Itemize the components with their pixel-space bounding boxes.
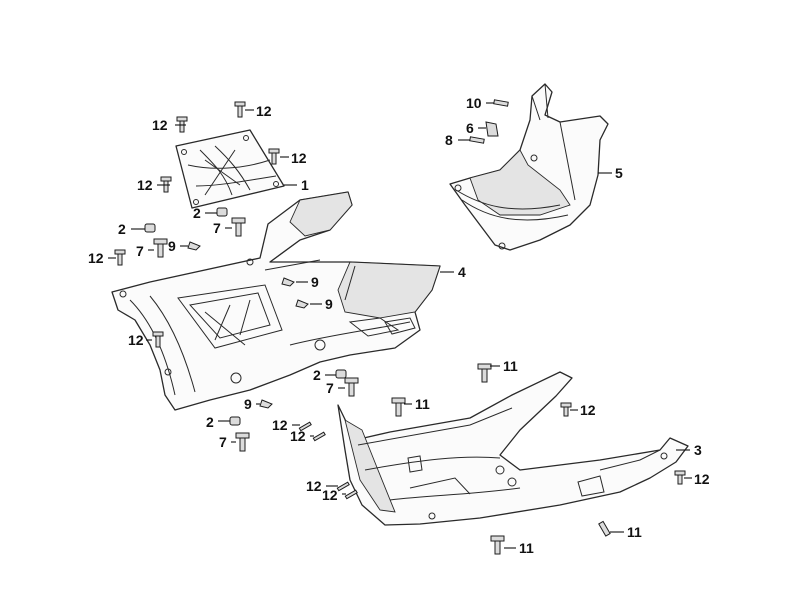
callout-9: 9 [244, 396, 252, 412]
callout-8: 8 [445, 132, 453, 148]
screw-icon [298, 421, 312, 432]
leader-lines [108, 102, 692, 549]
callout-12: 12 [306, 478, 322, 494]
callout-12: 12 [256, 103, 272, 119]
part-3-floor-skirt [337, 371, 689, 526]
screw-icon [674, 470, 686, 485]
screw-icon [114, 249, 126, 266]
callout-1: 1 [301, 177, 309, 193]
bolt-icon [235, 432, 250, 452]
clip-icon [485, 121, 499, 137]
clip-nut-icon [229, 416, 241, 426]
callout-3: 3 [694, 442, 702, 458]
callout-2: 2 [206, 414, 214, 430]
callout-12: 12 [128, 332, 144, 348]
screw-icon [493, 99, 509, 107]
callout-9: 9 [325, 296, 333, 312]
callout-6: 6 [466, 120, 474, 136]
callout-7: 7 [326, 380, 334, 396]
callout-12: 12 [580, 402, 596, 418]
callout-12: 12 [88, 250, 104, 266]
callout-2: 2 [313, 367, 321, 383]
clip-nut-icon [216, 207, 228, 217]
callout-11: 11 [415, 396, 430, 412]
clip-icon [187, 241, 201, 251]
part-5-inner-front-cover [449, 83, 609, 251]
callout-2: 2 [118, 221, 126, 237]
screw-icon [344, 489, 358, 500]
callout-9: 9 [311, 274, 319, 290]
callout-12: 12 [290, 428, 306, 444]
callout-10: 10 [466, 95, 482, 111]
callout-7: 7 [219, 434, 227, 450]
callout-labels: 1 2 2 2 2 3 4 5 6 7 7 7 7 8 9 9 9 9 10 1… [88, 95, 710, 556]
callout-12: 12 [322, 487, 338, 503]
bolt-icon [153, 238, 168, 258]
clip-icon [281, 277, 295, 287]
callout-2: 2 [193, 205, 201, 221]
callout-12: 12 [272, 417, 288, 433]
bolt-icon [344, 377, 359, 397]
bolt-icon [391, 397, 406, 417]
callout-7: 7 [213, 220, 221, 236]
callout-12: 12 [291, 150, 307, 166]
screw-icon [234, 101, 246, 118]
clip-icon [259, 399, 273, 409]
screw-icon [469, 136, 485, 144]
screw-icon [336, 481, 350, 492]
clip-icon [295, 299, 309, 309]
screw-icon [312, 431, 326, 442]
bolt-icon [490, 535, 505, 555]
callout-11: 11 [627, 524, 642, 540]
screw-icon [560, 402, 572, 417]
callout-5: 5 [615, 165, 623, 181]
callout-4: 4 [458, 264, 466, 280]
screw-icon [152, 331, 164, 348]
callout-12: 12 [694, 471, 710, 487]
callout-9: 9 [168, 238, 176, 254]
bolt-icon [231, 217, 246, 237]
callout-12: 12 [137, 177, 153, 193]
part-1-frame-plate [175, 129, 285, 209]
screw-icon [268, 148, 280, 165]
clip-nut-icon [335, 369, 347, 379]
callout-7: 7 [136, 243, 144, 259]
clip-nut-icon [144, 223, 156, 233]
callout-11: 11 [519, 540, 534, 556]
bolt-icon [598, 520, 611, 537]
bolt-icon [477, 363, 492, 383]
callout-12: 12 [152, 117, 168, 133]
part-4-center-body [111, 191, 441, 411]
callout-11: 11 [503, 358, 518, 374]
